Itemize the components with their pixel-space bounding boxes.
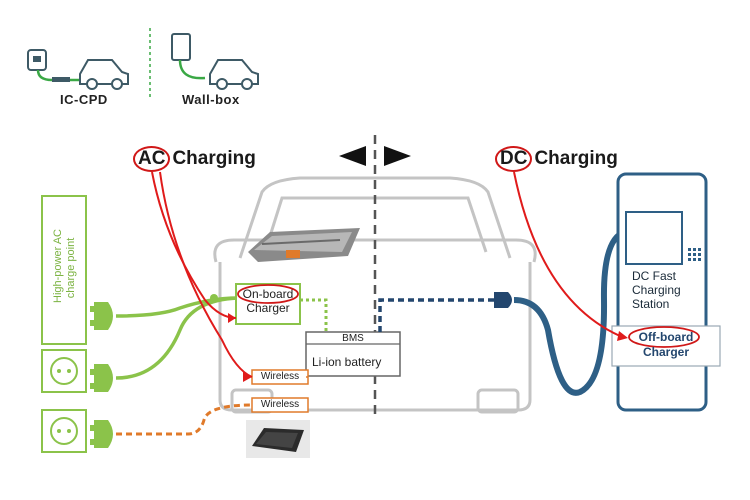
offboard-highlight	[628, 326, 700, 348]
wireless-plug	[90, 420, 113, 448]
offboard-charger-box	[611, 325, 721, 367]
battery-to-dc-inlet-link	[378, 298, 496, 332]
dc-prefix: DC	[495, 146, 533, 172]
onboard-charger-box	[235, 283, 301, 325]
dc-station-screen	[625, 211, 683, 265]
onboard-highlight	[237, 284, 299, 304]
ac-plug-1	[90, 302, 113, 330]
wireless-cable	[116, 403, 253, 436]
dc-cable	[513, 229, 626, 396]
ic-cpd-icon	[27, 49, 129, 90]
socket-1	[41, 349, 87, 393]
battery-box	[305, 331, 401, 377]
ac-prefix: AC	[133, 146, 171, 172]
offboard-charger-label: Off-board Charger	[638, 330, 694, 359]
wireless-pad-image	[246, 420, 310, 458]
onboard-to-battery-link	[300, 298, 328, 332]
ac-cable-2	[115, 296, 239, 380]
ac-plug-2	[90, 364, 113, 392]
arrow-left-icon	[339, 146, 366, 166]
wireless-ground-box	[251, 397, 309, 413]
dc-connector	[494, 292, 512, 308]
wallbox-icon	[171, 33, 259, 90]
battery-module-image	[248, 228, 360, 262]
high-power-ac-label: High-power AC charge point	[52, 229, 77, 303]
ac-annotation-arrows	[151, 171, 253, 378]
ic-cpd-label: IC-CPD	[60, 92, 108, 107]
ac-suffix: Charging	[172, 148, 256, 169]
wireless-vehicle-label: Wireless	[260, 371, 300, 382]
bms-label: BMS	[342, 333, 364, 344]
onboard-charger-label: On-board Charger	[242, 287, 294, 315]
high-power-ac-charge-point	[41, 195, 87, 345]
keypad-icon	[688, 248, 701, 261]
battery-label: Li-ion battery	[312, 355, 382, 369]
dc-suffix: Charging	[534, 148, 618, 169]
dc-annotation-arrow	[513, 171, 621, 337]
arrow-right-icon	[384, 146, 411, 166]
wireless-ground-label: Wireless	[260, 399, 300, 410]
wallbox-label: Wall-box	[182, 92, 240, 107]
socket-2	[41, 409, 87, 453]
dc-station-label: DC Fast Charging Station	[632, 269, 681, 311]
